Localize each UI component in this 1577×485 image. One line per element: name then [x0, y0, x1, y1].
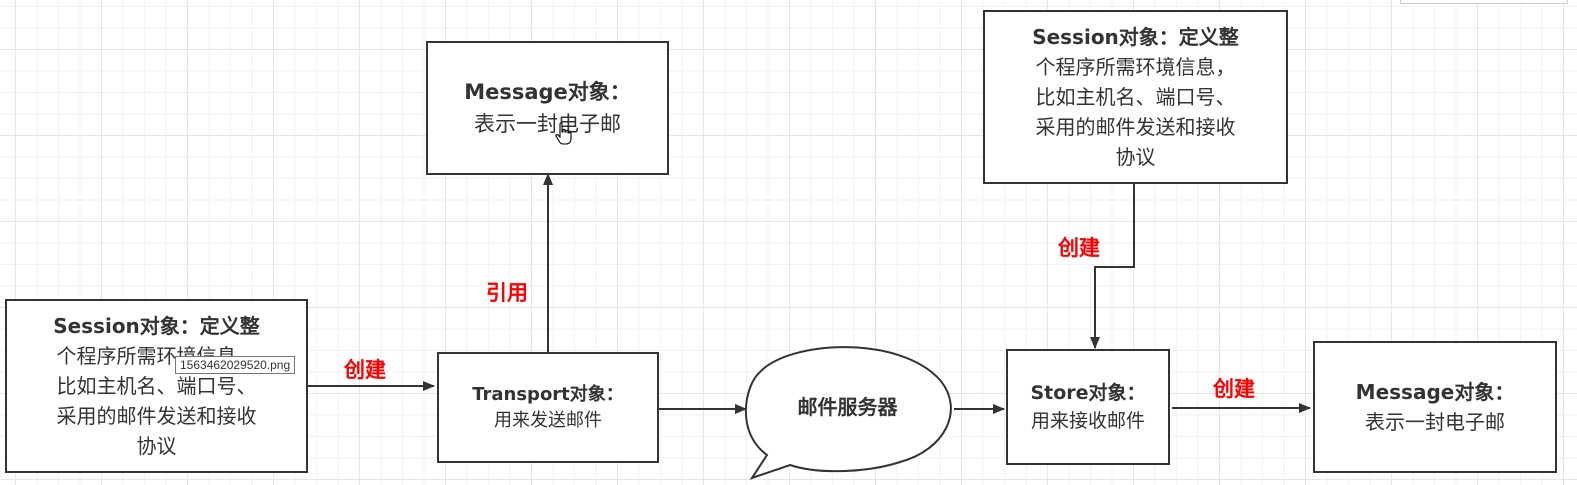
- session-line: 协议: [136, 434, 177, 458]
- store-title: Store对象：: [1030, 382, 1146, 404]
- session-line: 比如主机名、端口号、: [1035, 85, 1236, 109]
- session-title: Session对象：定义整: [1032, 25, 1239, 49]
- mail-server-bubble: [744, 346, 952, 480]
- edge-label-create: 创建: [1213, 377, 1255, 401]
- window-corner-frame: [1400, 0, 1568, 4]
- filename-tooltip: 1563462029520.png: [175, 356, 296, 374]
- transport-subtitle: 用来发送邮件: [494, 409, 602, 431]
- session-line: 采用的邮件发送和接收: [1035, 115, 1236, 139]
- session-node-top[interactable]: Session对象：定义整 个程序所需环境信息， 比如主机名、端口号、 采用的邮…: [983, 10, 1288, 184]
- message-subtitle: 表示一封电子邮: [1365, 410, 1505, 434]
- session-title: Session对象：定义整: [53, 314, 260, 338]
- session-line: 个程序所需环境信息，: [1035, 55, 1236, 79]
- session-line: 比如主机名、端口号、: [56, 374, 257, 398]
- edge-label-create: 创建: [1058, 236, 1100, 260]
- store-node[interactable]: Store对象： 用来接收邮件: [1006, 349, 1170, 465]
- transport-node[interactable]: Transport对象： 用来发送邮件: [437, 352, 659, 463]
- edge-label-reference: 引用: [486, 281, 528, 305]
- edge-session-to-store: [1090, 184, 1135, 349]
- message-subtitle: 表示一封电子邮: [474, 112, 621, 136]
- message-title: Message对象：: [1355, 380, 1515, 404]
- session-line: 协议: [1115, 145, 1156, 169]
- session-node-left[interactable]: Session对象：定义整 个程序所需环境信息， 比如主机名、端口号、 采用的邮…: [5, 299, 308, 473]
- message-title: Message对象：: [464, 80, 631, 104]
- edge-label-create: 创建: [344, 358, 386, 382]
- message-node-right[interactable]: Message对象： 表示一封电子邮: [1313, 341, 1557, 473]
- transport-title: Transport对象：: [472, 383, 624, 405]
- mail-server-label: 邮件服务器: [797, 394, 898, 419]
- session-line: 采用的邮件发送和接收: [56, 404, 257, 428]
- message-node-top[interactable]: Message对象： 表示一封电子邮: [426, 41, 669, 175]
- hand-pointer-cursor-icon: [555, 122, 572, 145]
- store-subtitle: 用来接收邮件: [1030, 410, 1145, 432]
